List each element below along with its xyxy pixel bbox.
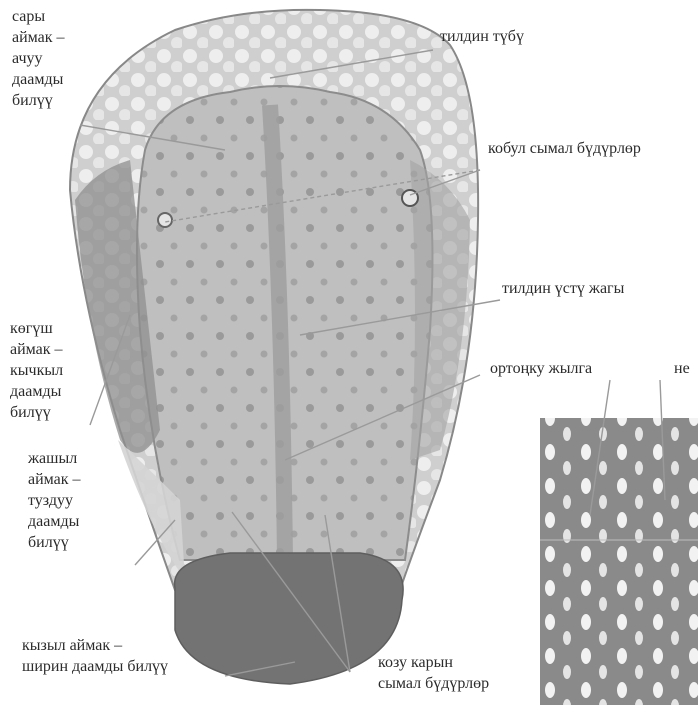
label-red-zone: кызыл аймак – ширин даамды билүү	[22, 635, 232, 677]
label-blue-zone: көгүш аймак – кычкыл даамды билүү	[10, 318, 90, 423]
label-median-groove: ортоңку жылга	[490, 358, 592, 379]
label-nerve-partial: не	[674, 358, 690, 379]
label-circumvallate-papillae: кобул сымал бүдүрлөр	[488, 138, 641, 159]
label-yellow-zone: сары аймак – ачуу даамды билүү	[12, 6, 92, 111]
label-tongue-root: тилдин түбү	[440, 26, 524, 47]
label-green-zone: жашыл аймак – туздуу даамды билүү	[28, 448, 118, 553]
label-tongue-top: тилдин үстү жагы	[502, 278, 624, 299]
label-fungiform-papillae: козу карын сымал бүдүрлөр	[378, 652, 538, 694]
papilla-inset	[540, 418, 698, 705]
